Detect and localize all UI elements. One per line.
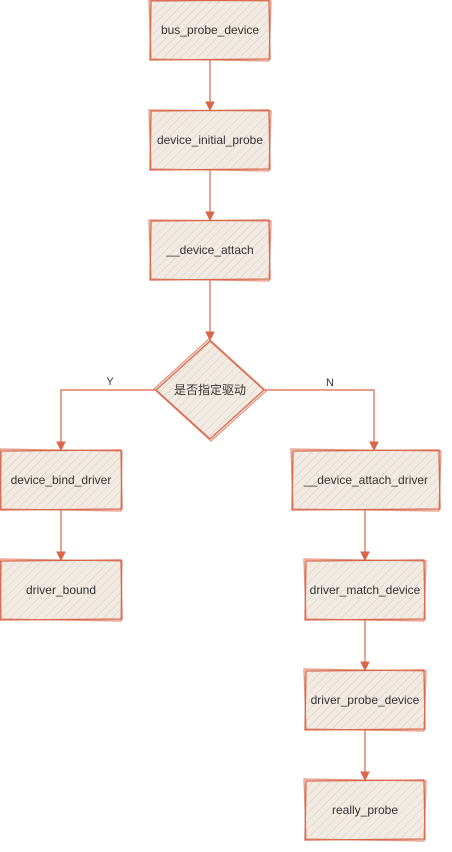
arrowhead-decision-to-attach-driver bbox=[369, 441, 379, 452]
node-bus-probe-device: bus_probe_device bbox=[148, 0, 272, 62]
node-label: driver_probe_device bbox=[311, 693, 420, 707]
node-label: 是否指定驱动 bbox=[174, 382, 246, 397]
node-label: __device_attach bbox=[165, 243, 253, 257]
edge-label-no: N bbox=[326, 377, 334, 389]
node-device-attach-driver: __device_attach_driver bbox=[290, 448, 442, 512]
arrowhead-bind-to-bound bbox=[56, 551, 66, 562]
arrowhead-decision-to-bind bbox=[56, 441, 66, 452]
arrowhead-probe-to-really bbox=[360, 771, 370, 782]
node-driver-probe-device: driver_probe_device bbox=[303, 668, 427, 732]
node-driver-bound: driver_bound bbox=[0, 558, 123, 622]
node-device-initial-probe: device_initial_probe bbox=[148, 109, 272, 172]
node-label: device_initial_probe bbox=[157, 133, 263, 147]
connectors bbox=[56, 60, 379, 782]
node-device-bind-driver: device_bind_driver bbox=[0, 448, 123, 512]
node-label: driver_bound bbox=[26, 583, 96, 597]
arrowhead-match-to-probe bbox=[360, 661, 370, 672]
arrowhead-attach-to-decision bbox=[205, 331, 215, 342]
edge-decision-to-attach-driver bbox=[265, 389, 375, 444]
arrowhead-initial-to-attach bbox=[205, 211, 215, 222]
node-driver-match-device: driver_match_device bbox=[303, 558, 427, 622]
arrowhead-attach-driver-to-match bbox=[360, 551, 370, 562]
node-label: __device_attach_driver bbox=[303, 473, 428, 487]
node-decision: 是否指定驱动 bbox=[153, 338, 267, 442]
node-label: driver_match_device bbox=[310, 583, 421, 597]
node-label: device_bind_driver bbox=[11, 473, 112, 487]
node-device-attach: __device_attach bbox=[148, 219, 272, 282]
arrowhead-bus-to-initial bbox=[205, 101, 215, 112]
edge-decision-to-bind bbox=[60, 389, 155, 444]
node-label: really_probe bbox=[332, 803, 398, 817]
node-really-probe: really_probe bbox=[303, 778, 427, 842]
edge-label-yes: Y bbox=[106, 376, 114, 388]
node-label: bus_probe_device bbox=[161, 23, 259, 37]
